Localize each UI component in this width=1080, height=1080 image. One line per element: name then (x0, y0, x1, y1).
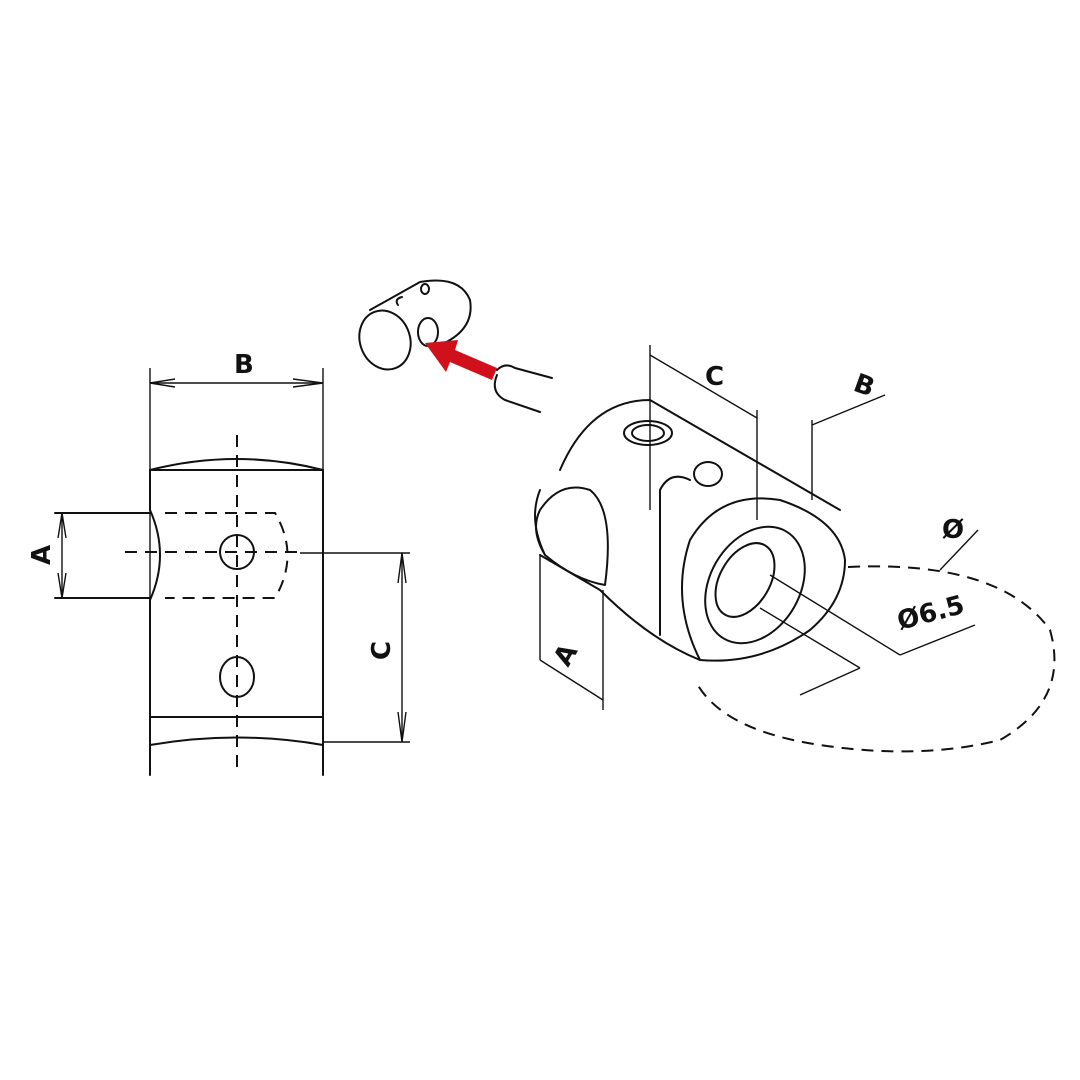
icon-small-hole (420, 283, 430, 295)
leader-diameter (939, 529, 979, 571)
leader-hole (799, 667, 861, 696)
hidden-bore (165, 512, 289, 599)
bore-edge-line (759, 607, 861, 669)
dimension-line-hole (899, 624, 976, 656)
dimension-line-a (539, 659, 604, 701)
label-a: A (27, 545, 57, 565)
tube-outline (54, 512, 151, 599)
isometric-view: A C B Ø6.5 Ø (534, 345, 1056, 753)
tube-seat (535, 486, 609, 586)
label-b: B (234, 350, 254, 380)
label-a: A (548, 639, 584, 671)
cross-hole (219, 534, 255, 570)
bore-inner (714, 542, 776, 618)
top-hole-inner (631, 424, 665, 442)
bore-axis-line (769, 574, 901, 656)
tube-outline-dashed (694, 565, 1056, 753)
label-c: C (705, 362, 724, 392)
front-view: B A C (27, 350, 410, 776)
body-outline (534, 399, 841, 661)
dimension-arrows-c (397, 552, 407, 743)
dimension-line-b (811, 394, 886, 426)
top-hole (623, 420, 673, 446)
dimension-arrows-a (57, 512, 67, 599)
icon-hole (417, 317, 439, 347)
leader-hand (493, 364, 553, 413)
label-b: B (850, 368, 879, 403)
body-outline (149, 469, 324, 776)
end-face (659, 475, 846, 662)
orientation-icon (358, 279, 553, 413)
icon-mark (395, 296, 403, 306)
icon-cylinder-body (369, 279, 472, 346)
set-screw-hole (693, 461, 723, 487)
bore-outer (704, 525, 806, 645)
dimension-arrows-b (149, 378, 324, 388)
red-arrow (425, 340, 497, 380)
label-diameter: Ø (942, 515, 964, 545)
label-hole-diameter: Ø6.5 (894, 590, 968, 637)
set-screw-hole (219, 656, 255, 698)
dimension-line-c (649, 354, 758, 419)
label-c: C (367, 641, 397, 660)
icon-cylinder-end (358, 309, 412, 371)
